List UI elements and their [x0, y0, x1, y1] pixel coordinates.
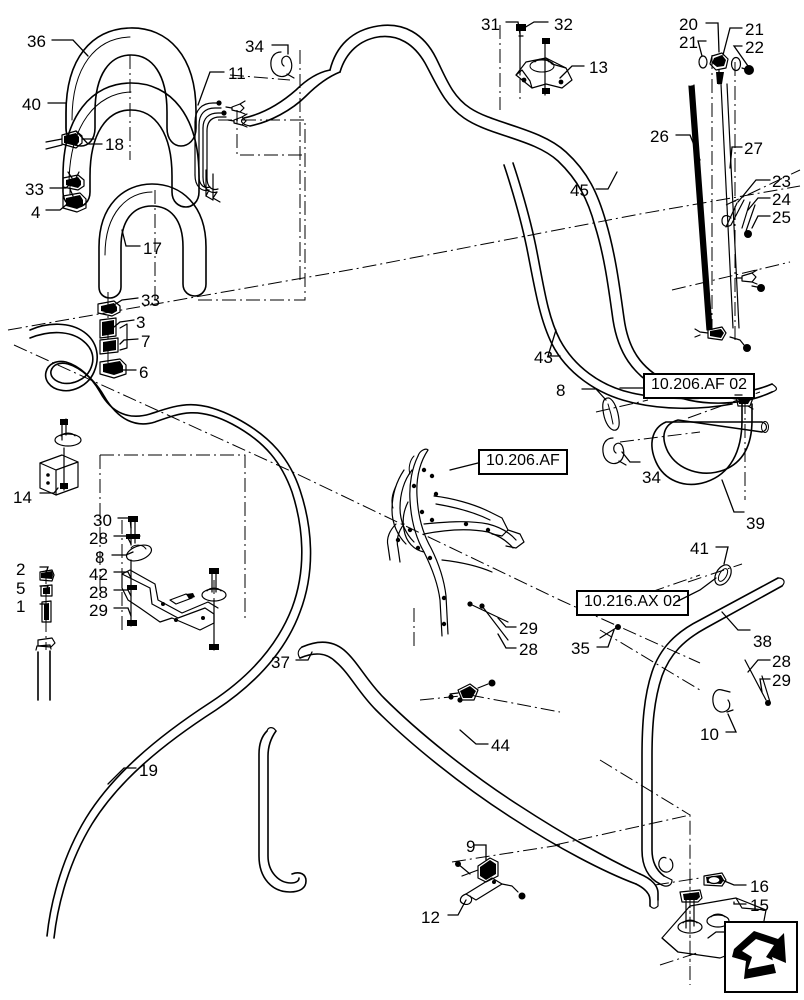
part-36-hose: [65, 27, 197, 147]
part-label: 23: [772, 172, 791, 191]
part-14-bracket: [39, 418, 82, 496]
part-label: 18: [105, 135, 124, 154]
part-label: 44: [491, 736, 510, 755]
mid-small-fitting: [448, 679, 496, 703]
part-label: 6: [139, 363, 149, 382]
hose-branch-left-top: [240, 69, 341, 127]
part-label: 22: [745, 38, 764, 57]
part-label: 5: [16, 579, 26, 598]
part-label: 21: [745, 20, 764, 39]
part-28-29-pins-right: [744, 659, 771, 706]
part-label: 32: [554, 15, 573, 34]
part-label: 12: [421, 908, 440, 927]
part-label: 45: [570, 181, 589, 200]
part-label: 4: [31, 203, 41, 222]
part-label: 39: [746, 514, 765, 533]
part-label: 34: [642, 468, 661, 487]
part-label: 2: [16, 560, 26, 579]
part-34-clamp-top: [270, 51, 295, 79]
part-label: 26: [650, 127, 669, 146]
part-label: 19: [139, 761, 158, 780]
part-20-21-22-fittings: [698, 52, 754, 85]
part-label: 30: [93, 511, 112, 530]
part-19-hose: [29, 323, 312, 939]
part-label: 36: [27, 32, 46, 51]
part-23-24-25-fittings: [721, 199, 756, 238]
part-33-3-7-6-stack: [97, 300, 128, 379]
part-label: 27: [744, 139, 763, 158]
callout-10-206-af-02[interactable]: 10.206.AF 02: [643, 373, 756, 399]
part-label: 33: [25, 180, 44, 199]
part-10-grommet: [712, 689, 734, 713]
part-label: 9: [466, 837, 476, 856]
part-label: 20: [679, 15, 698, 34]
part-35-pin: [599, 624, 621, 639]
part-label: 37: [271, 653, 290, 672]
part-label: 13: [589, 58, 608, 77]
part-label: 1: [16, 597, 26, 616]
part-label: 33: [141, 291, 160, 310]
part-9-12-bracket: [455, 857, 526, 905]
part-8-clamp-mid: [602, 397, 620, 431]
part-15-16-mount: [658, 856, 767, 959]
rod-mid-fitting: [735, 269, 765, 292]
direction-arrow-icon: [724, 921, 798, 993]
part-label: 8: [95, 548, 105, 567]
part-label: 10: [700, 725, 719, 744]
part-label: 14: [13, 488, 32, 507]
part-label: 7: [141, 332, 151, 351]
part-label: 21: [679, 33, 698, 52]
part-17-hose: [98, 183, 207, 299]
part-label: 42: [89, 565, 108, 584]
callout-10-216-ax-02[interactable]: 10.216.AX 02: [576, 590, 689, 616]
af-fastener-pins: [467, 601, 509, 641]
part-label: 31: [481, 15, 500, 34]
part-label: 40: [22, 95, 41, 114]
part-39-hose: [651, 402, 769, 486]
part-34-clamp-mid: [602, 437, 627, 466]
part-label: 43: [534, 348, 553, 367]
part-27-rod: [720, 83, 740, 329]
part-label: 25: [772, 208, 791, 227]
free-hose-bottom: [258, 727, 307, 893]
part-label: 41: [690, 539, 709, 558]
part-label: 35: [571, 639, 590, 658]
part-label: 15: [750, 896, 769, 915]
part-label: 8: [556, 381, 566, 400]
part-label: 28: [89, 529, 108, 548]
part-label: 34: [245, 37, 264, 56]
part-label: 28: [519, 640, 538, 659]
part-label: 28: [89, 583, 108, 602]
assembly-10-206-af: [386, 448, 525, 637]
part-label: 3: [136, 313, 146, 332]
rod-lower-fitting: [694, 326, 751, 352]
part-label: 17: [143, 239, 162, 258]
part-label: 29: [772, 671, 791, 690]
part-label: 16: [750, 877, 769, 896]
part-42-bracket: [121, 516, 227, 651]
part-41-grommet: [714, 564, 732, 586]
part-33-fitting-left: [62, 171, 85, 191]
part-label: 29: [519, 619, 538, 638]
part-label: 24: [772, 190, 791, 209]
part-2-5-1-stack: [35, 569, 56, 701]
part-11-tube-bundle: [194, 100, 248, 203]
part-label: 38: [753, 632, 772, 651]
part-label: 28: [772, 652, 791, 671]
part-label: 29: [89, 601, 108, 620]
part-38-tube: [641, 577, 785, 887]
part-label: 11: [228, 64, 246, 83]
callout-10-206-af[interactable]: 10.206.AF: [478, 449, 568, 475]
part-44-hose: [297, 641, 659, 909]
